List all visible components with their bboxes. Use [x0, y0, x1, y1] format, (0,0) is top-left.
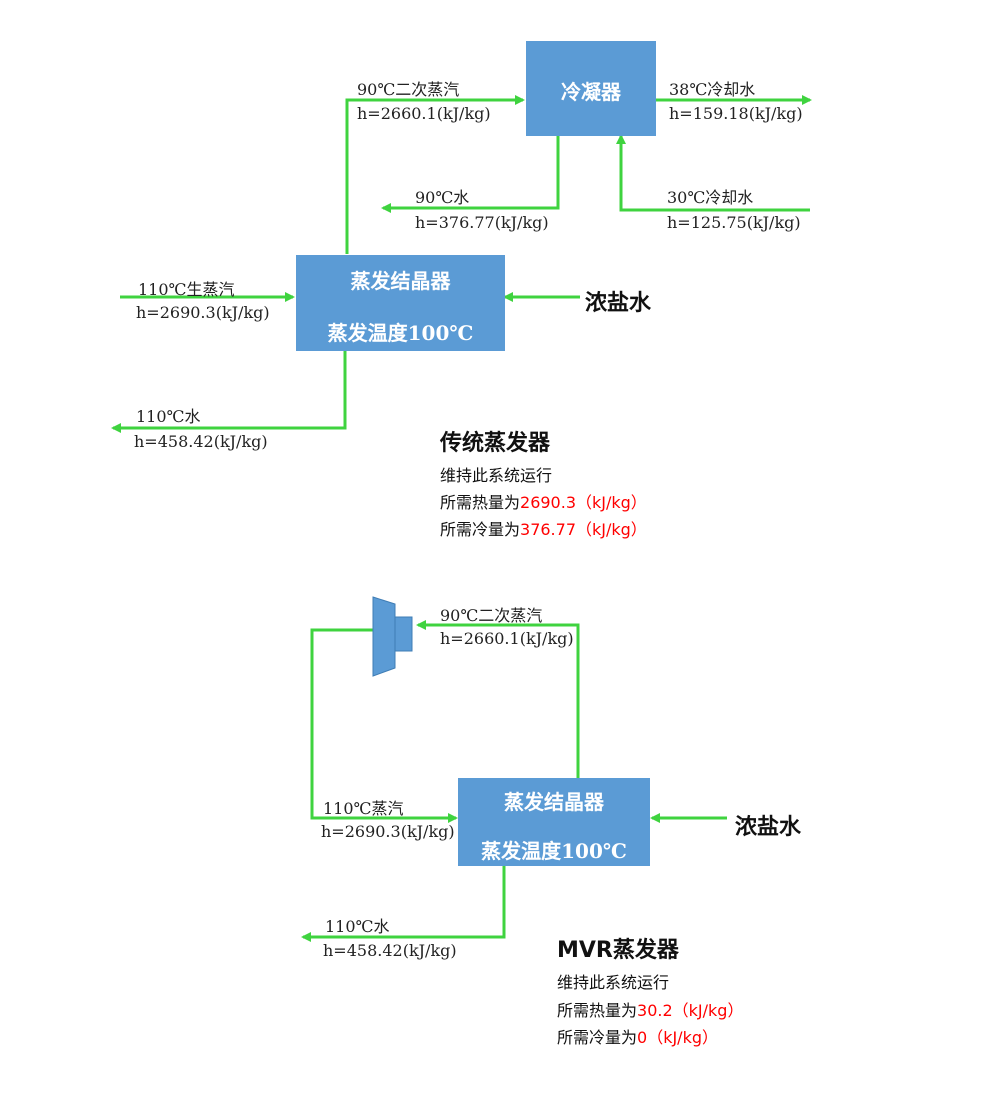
mvr-cold-prefix: 所需冷量为 — [557, 1028, 638, 1047]
cooling-water-in-temp: 30℃冷却水 — [667, 188, 754, 207]
mvr-cold-value: 0（kJ/kg） — [637, 1028, 718, 1047]
mvr-evaporator-title: 蒸发结晶器 — [504, 790, 604, 814]
mvr-title: MVR蒸发器 — [557, 938, 679, 963]
mvr-heat-prefix: 所需热量为 — [557, 1001, 638, 1020]
evaporator-box: 蒸发结晶器 蒸发温度100℃ — [296, 255, 505, 351]
cooling-water-out-enthalpy: h=159.18(kJ/kg) — [669, 104, 803, 123]
live-steam-temp: 110℃生蒸汽 — [138, 280, 235, 299]
mvr-note: 维持此系统运行 — [557, 973, 670, 992]
water-out-enthalpy: h=458.42(kJ/kg) — [134, 432, 268, 451]
secondary-steam-temp: 90℃二次蒸汽 — [357, 80, 460, 99]
secondary-steam-enthalpy: h=2660.1(kJ/kg) — [357, 104, 491, 123]
mvr-water-out-arrow — [301, 866, 506, 942]
mvr-heat-value: 30.2（kJ/kg） — [637, 1001, 744, 1020]
brine-label: 浓盐水 — [585, 291, 652, 316]
condensate-arrow — [381, 136, 560, 213]
mvr-steam-in-temp: 110℃蒸汽 — [323, 799, 404, 818]
condensate-enthalpy: h=376.77(kJ/kg) — [415, 213, 549, 232]
water-out-arrow — [111, 351, 347, 433]
cold-prefix: 所需冷量为 — [440, 520, 521, 539]
traditional-cold-line: 所需冷量为376.77（kJ/kg） — [440, 520, 647, 540]
cooling-water-in-enthalpy: h=125.75(kJ/kg) — [667, 213, 801, 232]
live-steam-enthalpy: h=2690.3(kJ/kg) — [136, 303, 270, 322]
mvr-evaporator-box: 蒸发结晶器 蒸发温度100℃ — [458, 778, 650, 866]
mvr-evaporator-temperature: 蒸发温度100℃ — [481, 839, 627, 863]
evaporator-temperature: 蒸发温度100℃ — [327, 321, 474, 345]
water-out-temp: 110℃水 — [136, 407, 201, 426]
mvr-cold-line: 所需冷量为0（kJ/kg） — [557, 1028, 718, 1048]
heat-prefix: 所需热量为 — [440, 493, 521, 512]
traditional-heat-line: 所需热量为2690.3（kJ/kg） — [440, 493, 647, 513]
cooling-water-out-temp: 38℃冷却水 — [669, 80, 756, 99]
mvr-secondary-steam-temp: 90℃二次蒸汽 — [440, 606, 543, 625]
condenser-box: 冷凝器 — [526, 41, 656, 136]
mvr-water-out-temp: 110℃水 — [325, 917, 390, 936]
condensate-temp: 90℃水 — [415, 188, 470, 207]
mvr-heat-line: 所需热量为30.2（kJ/kg） — [557, 1001, 743, 1021]
mvr-brine-label: 浓盐水 — [735, 815, 802, 840]
mvr-compressor-icon — [372, 596, 413, 677]
evaporator-title: 蒸发结晶器 — [350, 269, 451, 293]
traditional-note: 维持此系统运行 — [440, 466, 553, 485]
secondary-steam-arrow — [345, 95, 525, 254]
heat-value: 2690.3（kJ/kg） — [520, 493, 647, 512]
mvr-secondary-steam-enthalpy: h=2660.1(kJ/kg) — [440, 629, 574, 648]
cooling-water-in-arrow — [616, 134, 810, 212]
cold-value: 376.77（kJ/kg） — [520, 520, 647, 539]
mvr-compressed-steam-arrow — [310, 628, 458, 823]
traditional-title: 传统蒸发器 — [440, 431, 551, 456]
mvr-steam-in-enthalpy: h=2690.3(kJ/kg) — [321, 822, 455, 841]
condenser-label: 冷凝器 — [561, 80, 621, 104]
mvr-secondary-steam-arrow — [416, 620, 580, 778]
mvr-water-out-enthalpy: h=458.42(kJ/kg) — [323, 941, 457, 960]
